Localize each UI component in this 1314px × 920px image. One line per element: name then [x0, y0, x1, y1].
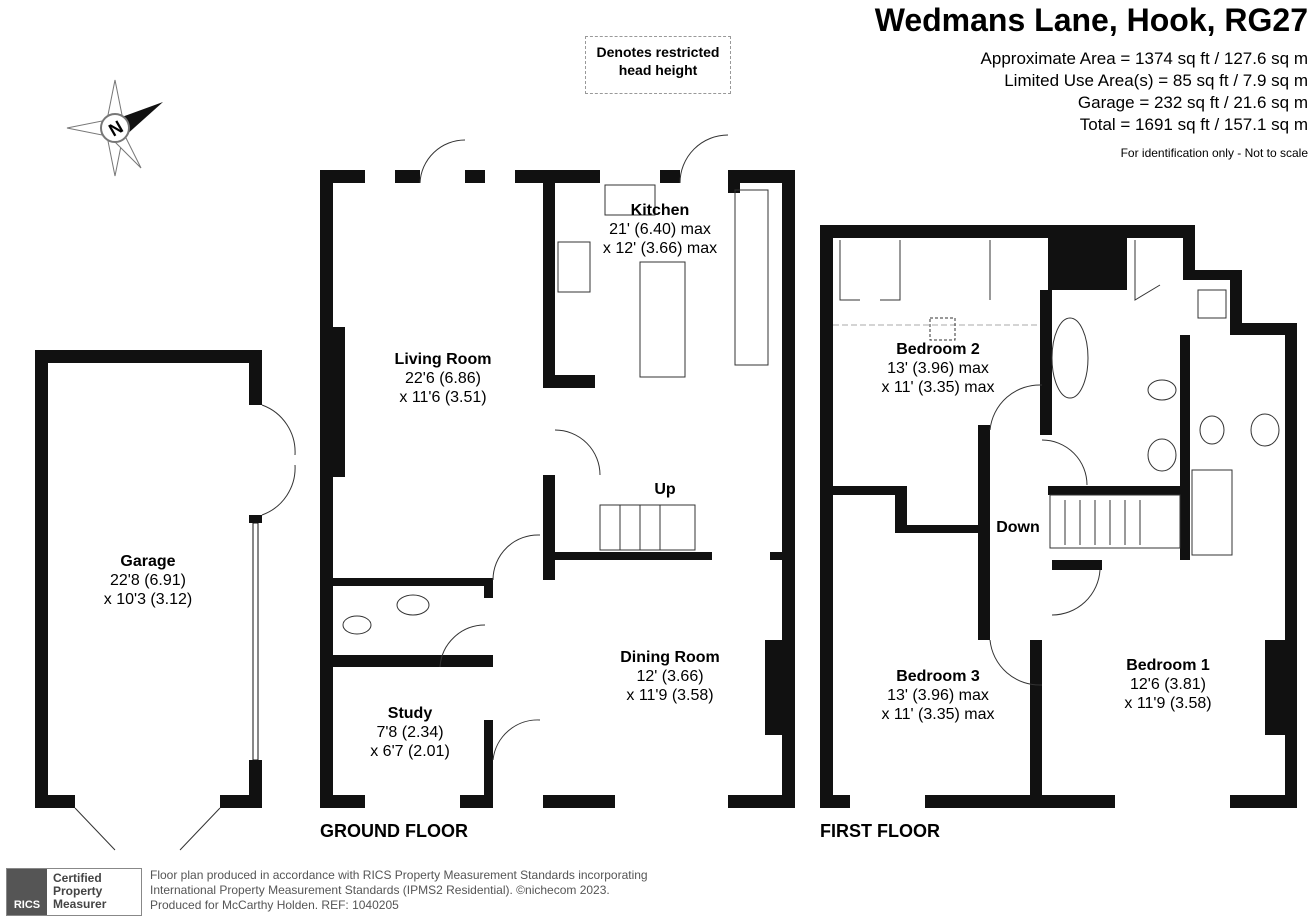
- area-total: Total = 1691 sq ft / 157.1 sq m: [1079, 115, 1308, 134]
- garage-doors: [74, 404, 296, 851]
- area-summary: Approximate Area = 1374 sq ft / 127.6 sq…: [981, 48, 1308, 136]
- rics-logo: RICS: [7, 869, 47, 915]
- restricted-legend-label: Denotes restricted head height: [596, 44, 720, 78]
- scale-note: For identification only - Not to scale: [1120, 146, 1308, 160]
- first-floor-label: FIRST FLOOR: [820, 821, 940, 841]
- stairs-up-label: Up: [654, 481, 676, 498]
- ground-floor-label: GROUND FLOOR: [320, 821, 468, 841]
- compass-icon: N: [66, 79, 163, 177]
- area-garage: Garage = 232 sq ft / 21.6 sq m: [1077, 93, 1308, 112]
- ground-floor-fixtures: [342, 134, 769, 761]
- footer-disclaimer: Floor plan produced in accordance with R…: [150, 868, 648, 912]
- area-approximate: Approximate Area = 1374 sq ft / 127.6 sq…: [980, 49, 1308, 68]
- property-title: Wedmans Lane, Hook, RG27: [874, 2, 1308, 38]
- ground-floor-walls: [320, 170, 795, 808]
- restricted-head-height-legend: Denotes restricted head height: [585, 36, 731, 94]
- area-limited-use: Limited Use Area(s) = 85 sq ft / 7.9 sq …: [1004, 71, 1308, 90]
- first-floor-fixtures: [833, 240, 1280, 686]
- garage-walls: [35, 350, 262, 808]
- stairs-down-label: Down: [996, 519, 1040, 536]
- first-floor-walls: [820, 225, 1297, 808]
